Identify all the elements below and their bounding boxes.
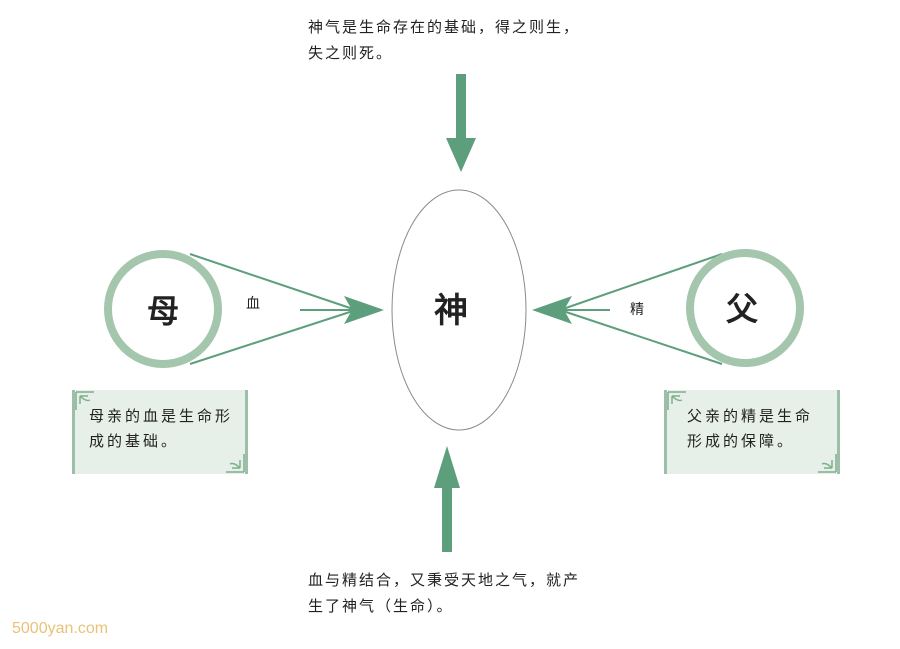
mother-group: 母 血 xyxy=(104,250,384,368)
father-note-line-1: 父亲的精是生命 xyxy=(687,407,814,425)
center-label: 神 xyxy=(434,291,468,331)
mother-note-box: 母亲的血是生命形 成的基础。 xyxy=(72,390,248,474)
watermark: 5000yan.com xyxy=(12,620,109,637)
top-caption-line-1: 神气是生命存在的基础，得之则生， xyxy=(308,18,581,36)
mother-note-line-1: 母亲的血是生命形 xyxy=(89,407,234,425)
father-note-line-2: 形成的保障。 xyxy=(687,432,796,450)
mother-flow-label: 血 xyxy=(246,296,260,312)
corner-ornament-icon xyxy=(75,391,94,410)
top-arrow xyxy=(446,74,476,172)
mother-note-text: 母亲的血是生命形 成的基础。 xyxy=(89,404,249,454)
father-flow-label: 精 xyxy=(630,302,644,318)
father-lower-line xyxy=(559,309,723,365)
mother-ring xyxy=(104,250,222,368)
bottom-caption: 血与精结合，又秉受天地之气，就产 生了神气（生命）。 xyxy=(308,567,638,619)
corner-ornament-icon xyxy=(667,391,686,410)
father-label: 父 xyxy=(726,290,758,328)
top-caption: 神气是生命存在的基础，得之则生， 失之则死。 xyxy=(308,14,618,66)
top-caption-line-2: 失之则死。 xyxy=(308,44,394,62)
mother-label: 母 xyxy=(147,292,179,330)
mother-upper-line xyxy=(189,253,357,311)
father-upper-line xyxy=(559,253,723,311)
mother-arrowhead xyxy=(344,296,384,324)
bottom-arrow xyxy=(434,446,460,552)
father-group: 父 精 xyxy=(532,249,804,367)
mother-lower-line xyxy=(189,309,357,365)
father-ring xyxy=(686,249,804,367)
bottom-caption-line-1: 血与精结合，又秉受天地之气，就产 xyxy=(308,571,581,589)
corner-ornament-icon xyxy=(226,454,245,473)
father-note-text: 父亲的精是生命 形成的保障。 xyxy=(687,404,843,454)
corner-ornament-icon xyxy=(818,454,837,473)
father-arrowhead xyxy=(532,296,572,324)
bottom-caption-line-2: 生了神气（生命）。 xyxy=(308,597,454,615)
father-note-box: 父亲的精是生命 形成的保障。 xyxy=(664,390,840,474)
mother-note-line-2: 成的基础。 xyxy=(89,432,180,450)
center-oval xyxy=(391,189,527,431)
